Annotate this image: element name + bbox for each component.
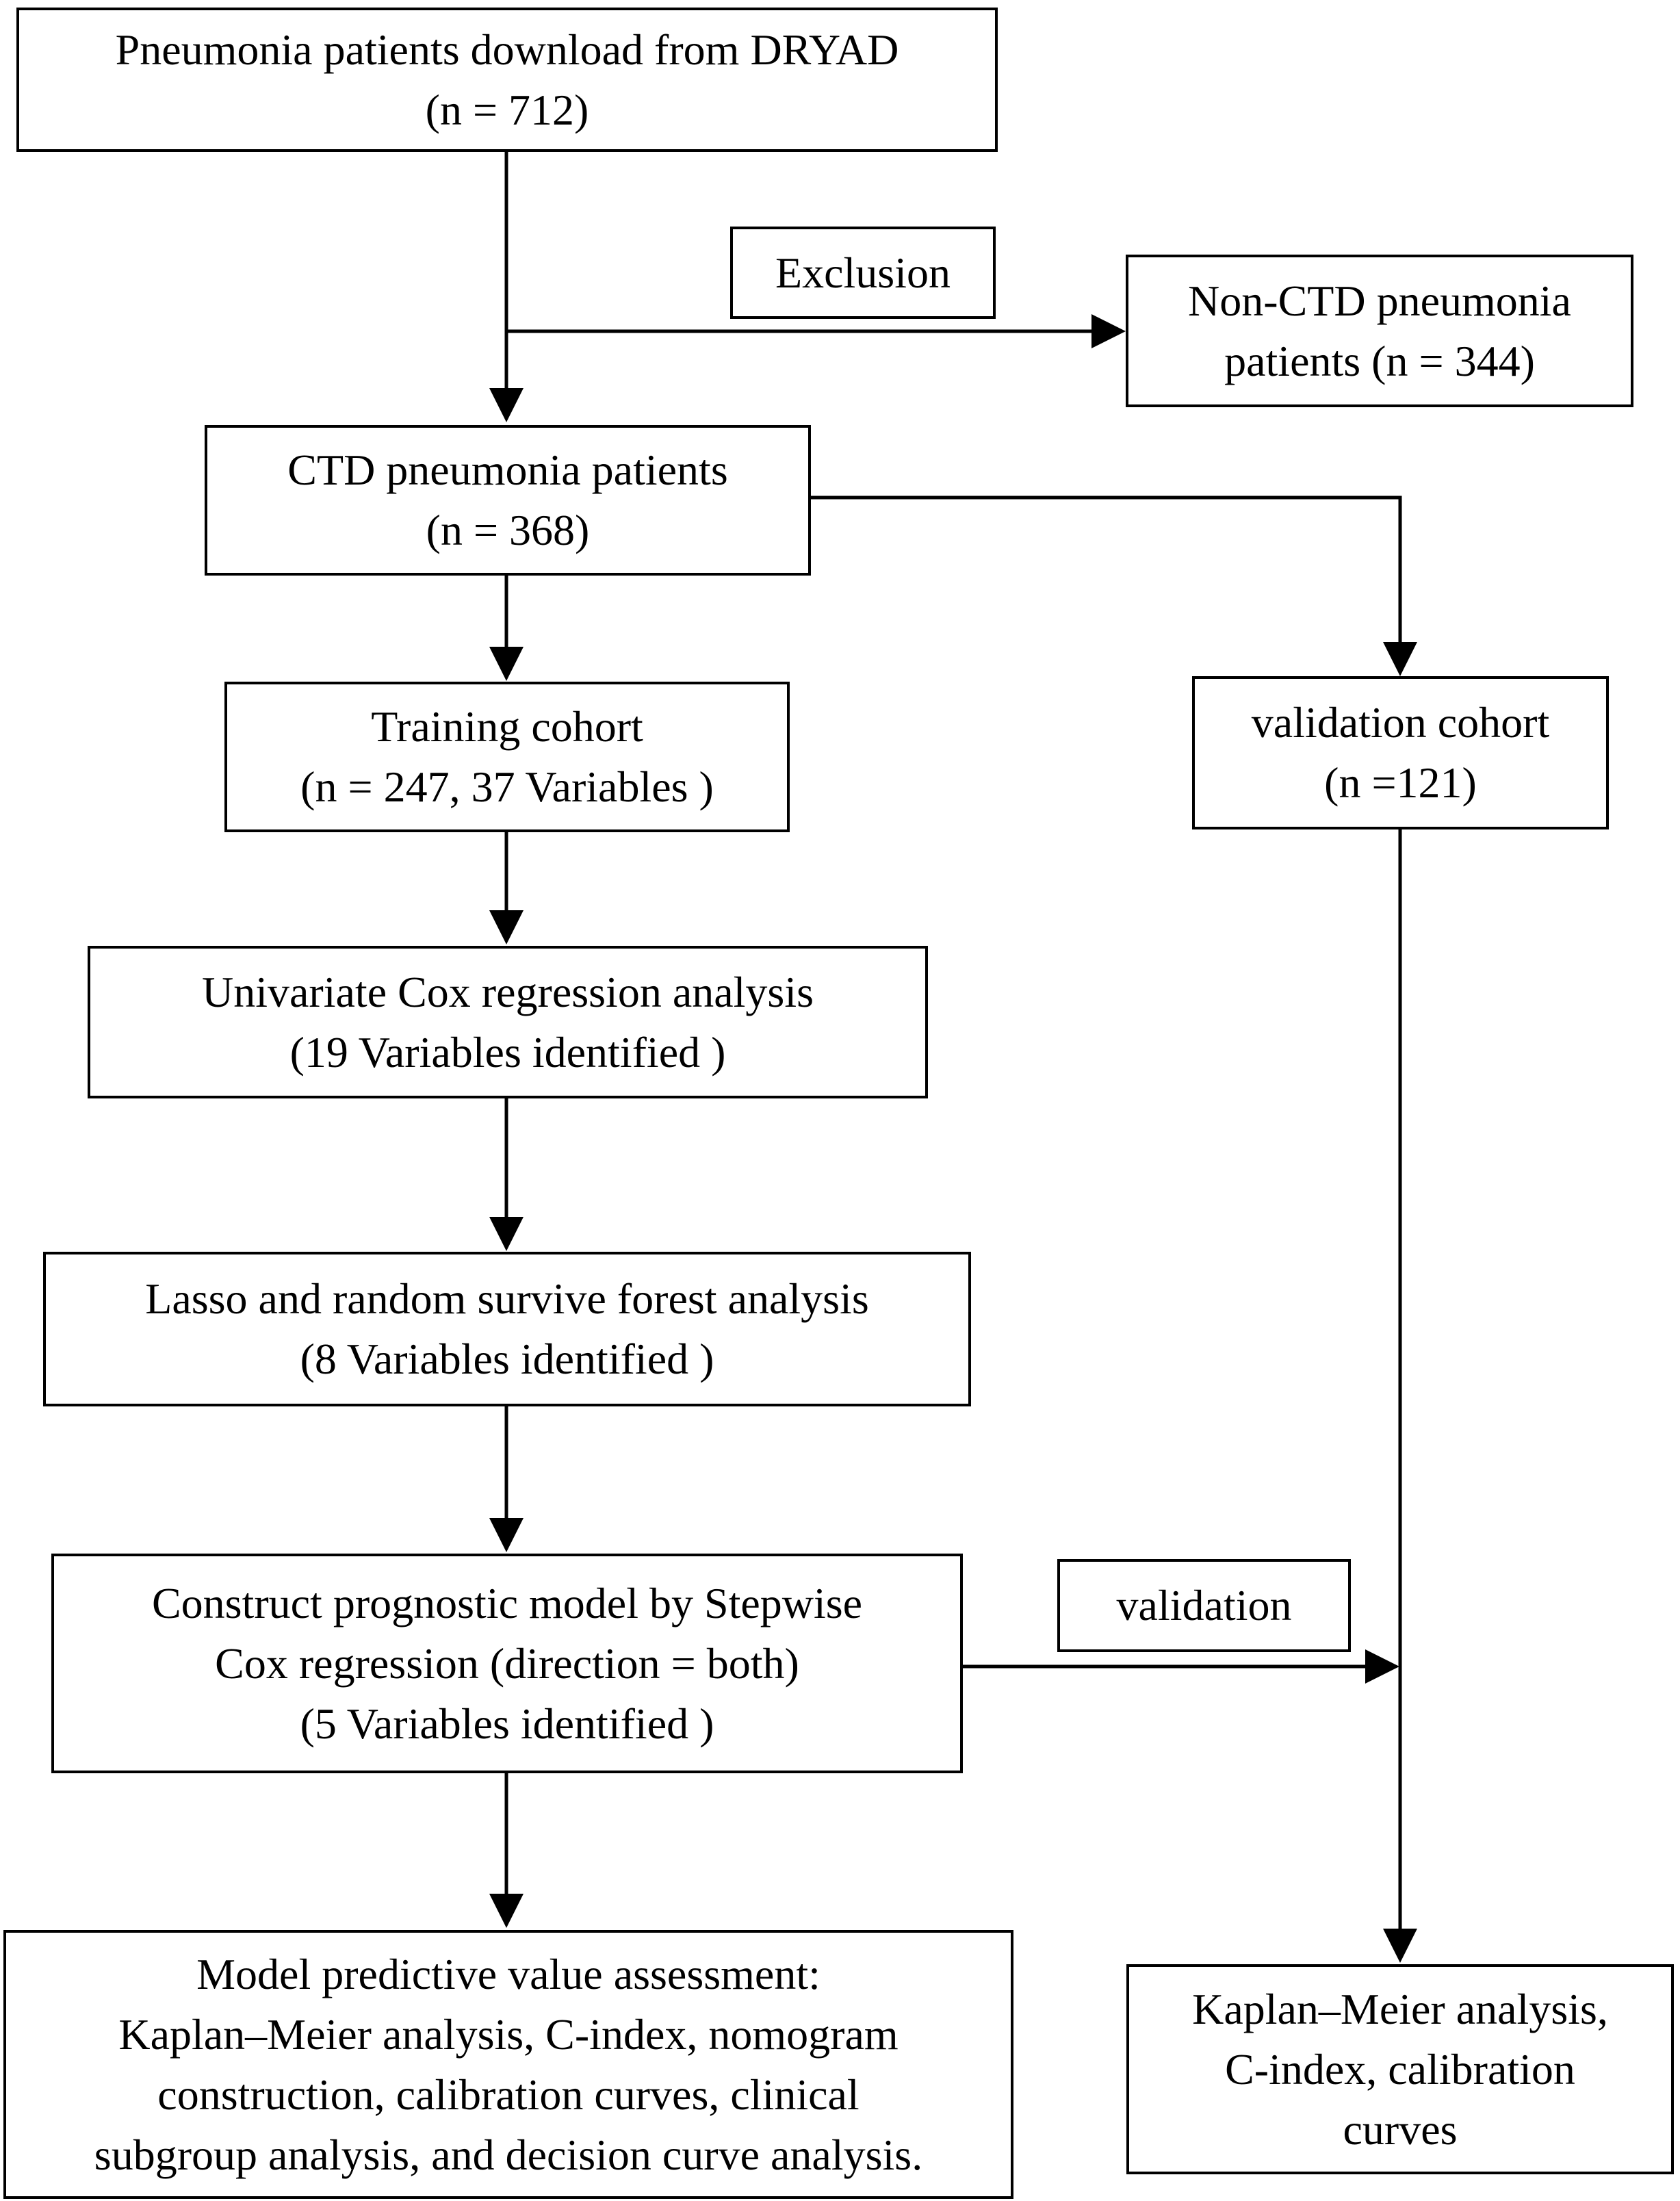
- univariate-cox-count: (19 Variables identified ): [289, 1027, 726, 1077]
- km-validation-line-1: Kaplan–Meier analysis,: [1192, 1984, 1608, 2033]
- lasso-forest-count: (8 Variables identified ): [300, 1335, 714, 1383]
- ctd-patients-count: (n = 368): [426, 506, 590, 554]
- arrow-ctd-to-validation-cohort: [809, 495, 1417, 676]
- training-cohort-box: Training cohort (n = 247, 37 Variables ): [224, 682, 790, 832]
- model-assessment-line-2: Kaplan–Meier analysis, C-index, nomogram: [118, 2009, 899, 2059]
- km-validation-line-3: curves: [1343, 2105, 1458, 2154]
- lasso-forest-title: Lasso and random survive forest analysis: [145, 1274, 869, 1323]
- validation-cohort-count: (n =121): [1324, 758, 1477, 807]
- univariate-cox-title: Univariate Cox regression analysis: [202, 967, 814, 1016]
- univariate-cox-box: Univariate Cox regression analysis (19 V…: [88, 946, 928, 1098]
- non-ctd-patients-box: Non-CTD pneumonia patients (n = 344): [1126, 255, 1633, 407]
- dryad-patients-title: Pneumonia patients download from DRYAD: [115, 25, 899, 74]
- validation-label-box: validation: [1057, 1559, 1351, 1652]
- model-assessment-line-4: subgroup analysis, and decision curve an…: [94, 2130, 923, 2179]
- non-ctd-patients-count: patients (n = 344): [1224, 336, 1535, 385]
- stepwise-cox-box: Construct prognostic model by Stepwise C…: [51, 1554, 963, 1773]
- km-validation-box: Kaplan–Meier analysis, C-index, calibrat…: [1126, 1964, 1674, 2174]
- non-ctd-patients-title: Non-CTD pneumonia: [1188, 276, 1571, 325]
- validation-cohort-box: validation cohort (n =121): [1192, 676, 1609, 829]
- exclusion-label: Exclusion: [775, 248, 951, 297]
- ctd-patients-title: CTD pneumonia patients: [287, 446, 728, 494]
- model-assessment-box: Model predictive value assessment: Kapla…: [3, 1930, 1013, 2199]
- ctd-patients-box: CTD pneumonia patients (n = 368): [205, 425, 811, 576]
- model-assessment-line-3: construction, calibration curves, clinic…: [157, 2070, 860, 2119]
- training-cohort-title: Training cohort: [371, 702, 643, 751]
- stepwise-cox-line-2: Cox regression (direction = both): [215, 1638, 799, 1688]
- km-validation-line-2: C-index, calibration: [1225, 2044, 1575, 2094]
- training-cohort-count: (n = 247, 37 Variables ): [300, 762, 714, 811]
- stepwise-cox-line-1: Construct prognostic model by Stepwise: [151, 1578, 863, 1627]
- stepwise-cox-line-3: (5 Variables identified ): [300, 1699, 714, 1748]
- validation-label: validation: [1116, 1581, 1292, 1630]
- exclusion-label-box: Exclusion: [730, 227, 996, 319]
- dryad-patients-count: (n = 712): [425, 85, 589, 134]
- validation-cohort-title: validation cohort: [1251, 698, 1550, 747]
- dryad-patients-box: Pneumonia patients download from DRYAD (…: [16, 8, 998, 152]
- lasso-forest-box: Lasso and random survive forest analysis…: [43, 1252, 971, 1406]
- model-assessment-line-1: Model predictive value assessment:: [196, 1949, 820, 1998]
